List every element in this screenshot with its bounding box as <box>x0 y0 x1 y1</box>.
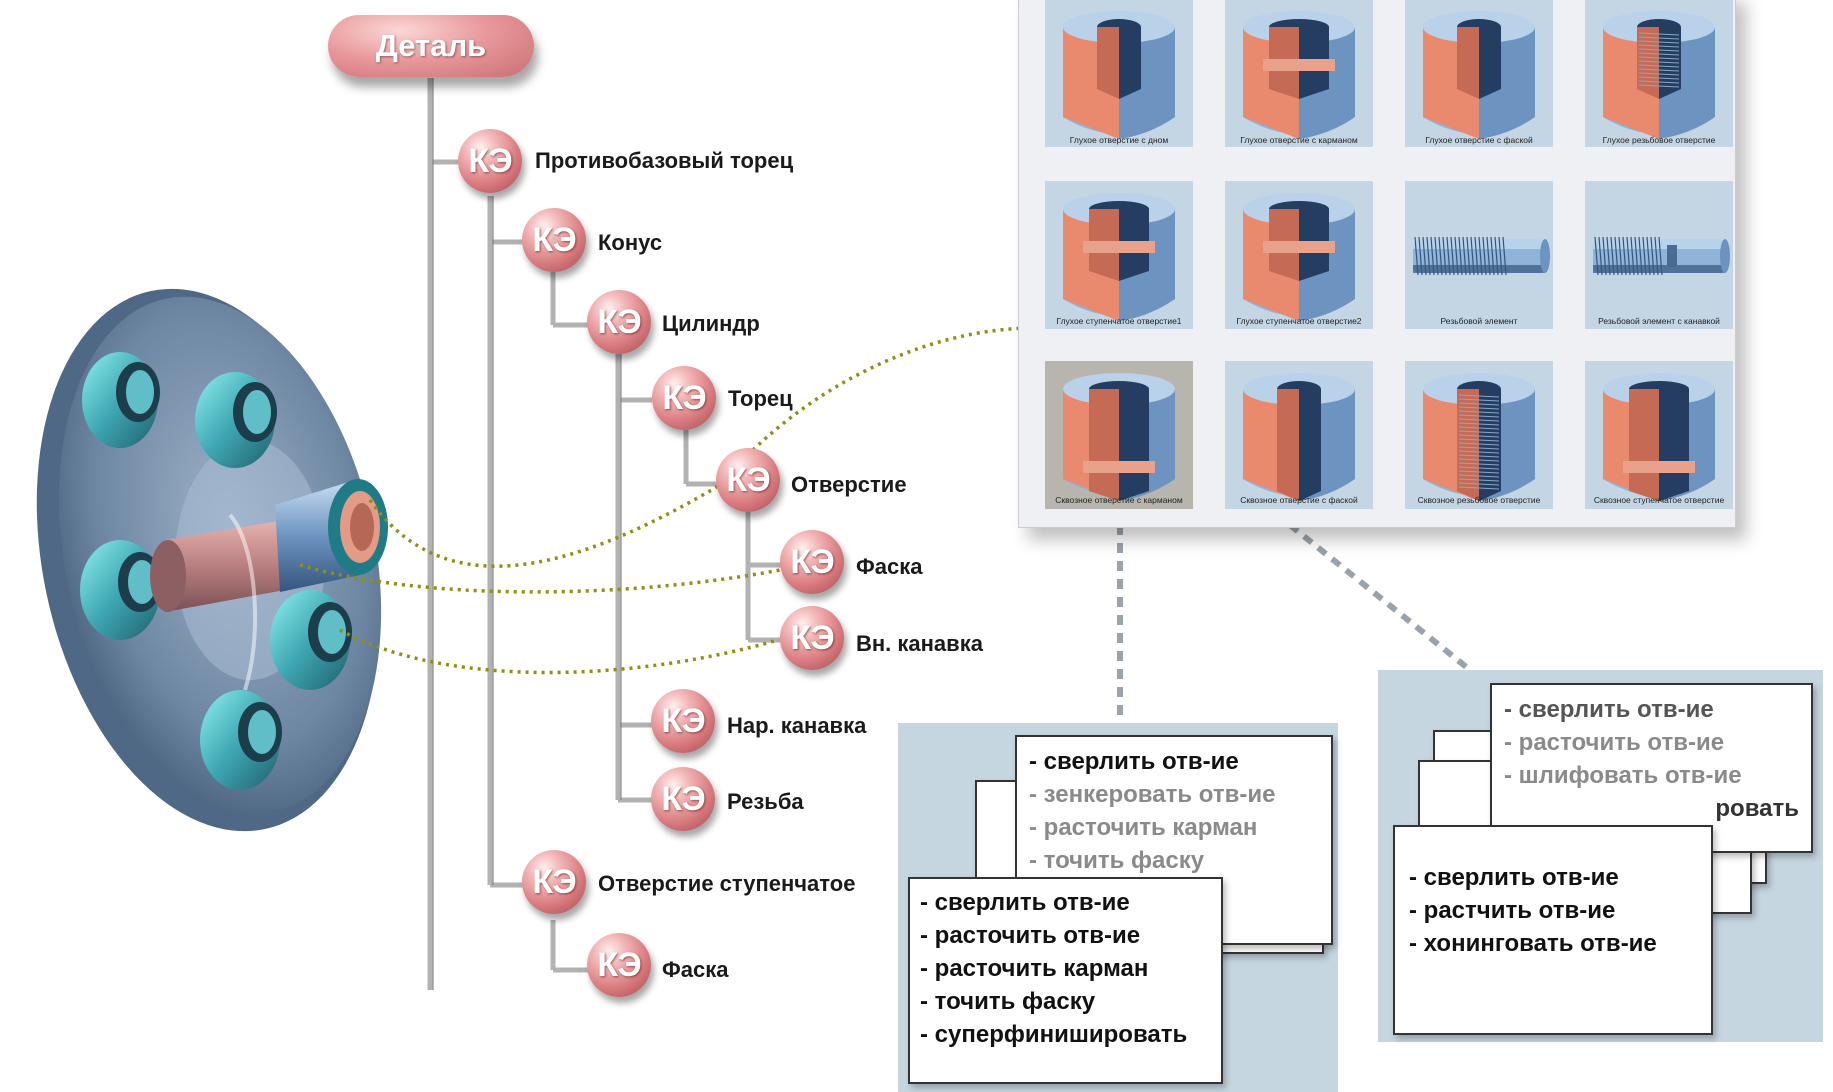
ke-node-label: Цилиндр <box>662 311 760 336</box>
blind-step1-icon <box>1063 193 1175 321</box>
operation-item: - расточить отв-ие <box>920 922 1141 949</box>
ke-node-label: Фаска <box>662 957 729 982</box>
feature-caption: Глухое резьбовое отверстие <box>1602 135 1716 145</box>
feature-thumbnail <box>1225 0 1373 147</box>
operation-item: - точить фаску <box>920 988 1096 1015</box>
ke-node-label: Отверстие <box>791 472 907 497</box>
root-node-detail[interactable]: Деталь <box>328 15 534 77</box>
ke-icon: КЭ <box>458 129 522 193</box>
blind-bottom-icon <box>1063 11 1175 139</box>
ke-icon: КЭ <box>651 767 715 831</box>
operation-item: - сверлить отв-ие <box>1409 864 1619 891</box>
ke-node-label: Противобазовый торец <box>535 148 794 173</box>
feature-thumbnail <box>1405 0 1553 147</box>
operation-item: - растчить отв-ие <box>1409 897 1616 924</box>
blind-chamfer-icon <box>1423 11 1535 139</box>
op-card-left-front[interactable]: - сверлить отв-ие - расточить отв-ие - р… <box>908 877 1223 1084</box>
feature-caption: Глухое ступенчатое отверстие2 <box>1236 316 1362 326</box>
operation-item: - расточить карман <box>1029 814 1258 841</box>
through-chamfer-icon <box>1243 373 1355 501</box>
blind-thread-icon <box>1603 11 1715 139</box>
feature-thumbnail <box>1045 0 1193 147</box>
through-thread-icon <box>1423 373 1535 501</box>
feature-caption: Сквозное ступенчатое отверстие <box>1593 495 1725 505</box>
feature-gallery-panel: Глухое отверстие с дном Глухое отверстие … <box>1018 0 1736 528</box>
feature-caption: Глухое ступенчатое отверстие1 <box>1056 316 1182 326</box>
link-lines <box>299 326 1161 675</box>
ke-node-label: Конус <box>598 230 663 255</box>
central-bore <box>150 479 388 612</box>
ke-node-label: Резьба <box>727 789 804 814</box>
feature-caption: Глухое отверстие с фаской <box>1425 135 1533 145</box>
thread-element-groove-icon <box>1593 236 1730 276</box>
ke-icon: КЭ <box>780 606 844 670</box>
operation-item: ровать <box>1715 795 1799 822</box>
feature-thumbnail <box>1585 0 1733 147</box>
ke-node-label: Торец <box>728 386 793 411</box>
bolt-boss <box>270 590 352 690</box>
ke-icon: КЭ <box>651 689 715 753</box>
ke-node-label: Фаска <box>856 554 923 579</box>
bolt-boss <box>195 372 277 468</box>
ke-icon: КЭ <box>522 850 586 914</box>
feature-caption: Резьбовой элемент с канавкой <box>1598 316 1720 326</box>
feature-thumbnail <box>1585 181 1733 329</box>
ke-node-label: Отверстие ступенчатое <box>598 871 856 896</box>
ke-icon: КЭ <box>652 366 716 430</box>
operation-item: - хонинговать отв-ие <box>1409 930 1657 957</box>
feature-caption: Сквозное отверстие с фаской <box>1240 495 1358 505</box>
bolt-boss <box>82 352 160 448</box>
bolt-boss <box>200 690 282 790</box>
operation-item: - шлифовать отв-ие <box>1504 762 1742 789</box>
root-node-label: Деталь <box>375 28 487 63</box>
operation-item: - расточить отв-ие <box>1504 729 1725 756</box>
ke-icon: КЭ <box>522 208 586 272</box>
operation-item: - сверлить отв-ие <box>920 889 1130 916</box>
operation-item: - расточить карман <box>920 955 1149 982</box>
blind-pocket-icon <box>1243 11 1355 139</box>
feature-thumbnail <box>1405 181 1553 329</box>
feature-thumbnail <box>1585 361 1733 509</box>
bolt-boss <box>80 540 162 640</box>
feature-caption: Сквозное резьбовое отверстие <box>1417 495 1541 505</box>
feature-thumbnail <box>1405 361 1553 509</box>
operation-item: - зенкеровать отв-ие <box>1029 781 1276 808</box>
ke-node-label: Нар. канавка <box>727 713 867 738</box>
feature-caption: Глухое отверстие с карманом <box>1240 135 1358 145</box>
operation-item: - суперфинишировать <box>920 1021 1188 1048</box>
operation-item: - сверлить отв-ие <box>1504 696 1714 723</box>
ke-icon: КЭ <box>587 933 651 997</box>
gallery-stack-links <box>1117 522 1472 715</box>
through-step-icon <box>1603 373 1715 501</box>
ke-icon: КЭ <box>716 448 780 512</box>
feature-thumbnail <box>1045 181 1193 329</box>
feature-thumbnail <box>1225 181 1373 329</box>
ke-icon: КЭ <box>780 530 844 594</box>
feature-caption: Сквозное отверстие с карманом <box>1055 495 1183 505</box>
tree-connectors <box>427 78 782 990</box>
operation-item: - сверлить отв-ие <box>1029 748 1239 775</box>
thread-element-icon <box>1413 236 1550 276</box>
part-3d-model <box>36 288 388 832</box>
feature-caption: Глухое отверстие с дном <box>1069 135 1169 145</box>
feature-thumbnail <box>1045 361 1193 509</box>
op-card-right-front[interactable]: - сверлить отв-ие - растчить отв-ие - хо… <box>1393 825 1713 1035</box>
operation-item: - точить фаску <box>1029 847 1205 874</box>
feature-caption: Резьбовой элемент <box>1440 316 1518 326</box>
ke-node-label: Вн. канавка <box>856 631 983 656</box>
ke-icon: КЭ <box>587 290 651 354</box>
blind-step2-icon <box>1243 193 1355 321</box>
feature-thumbnail <box>1225 361 1373 509</box>
through-pocket-icon <box>1063 373 1175 501</box>
